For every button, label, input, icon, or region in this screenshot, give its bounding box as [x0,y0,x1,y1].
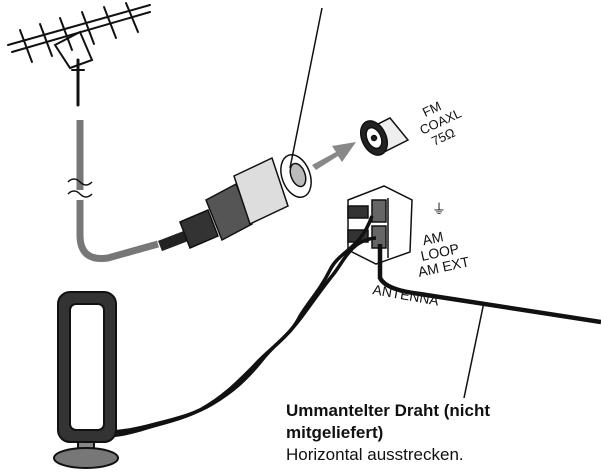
am-terminal-block [347,185,413,265]
caption-title-line1: Ummantelter Draht (nicht [286,401,491,420]
caption-title-line2: mitgeliefert) [286,423,384,442]
coax-plug [158,154,312,252]
caption-pointer-line [463,301,485,399]
jack-label-fm: FM [420,98,443,120]
outer-wire [377,244,601,325]
plug-pointer-line [289,7,323,169]
outdoor-fm-antenna [7,2,151,107]
arrow-icon [312,142,356,170]
fm-coax-jack [359,117,410,156]
fm-downlead-cable [67,120,159,263]
am-loop-antenna [53,291,119,469]
terminal-label-am: AM [421,228,445,248]
am-loop-twisted-wire [103,215,377,438]
ground-symbol: ⏚ [432,201,446,217]
caption-instruction: Horizontal ausstrecken. [286,445,464,464]
terminal-label-loop: LOOP [419,240,460,264]
wire-caption: Ummantelter Draht (nicht mitgeliefert) H… [286,400,598,466]
